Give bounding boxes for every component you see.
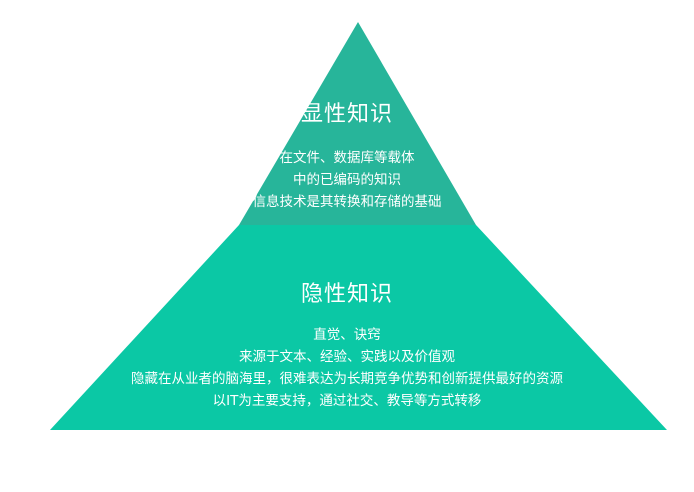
tacit-knowledge-layer (50, 225, 667, 430)
tacit-line: 来源于文本、经验、实践以及价值观 (239, 349, 455, 365)
explicit-knowledge-description: 在文件、数据库等载体 中的已编码的知识 信息技术是其转换和存储的基础 (0, 147, 694, 213)
explicit-line: 中的已编码的知识 (293, 172, 401, 188)
tacit-knowledge-description: 直觉、诀窍 来源于文本、经验、实践以及价值观 隐藏在从业者的脑海里，很难表达为长… (0, 324, 694, 412)
tacit-line: 隐藏在从业者的脑海里，很难表达为长期竞争优势和创新提供最好的资源 (131, 371, 563, 387)
tacit-knowledge-title: 隐性知识 (300, 282, 393, 307)
explicit-line: 信息技术是其转换和存储的基础 (252, 194, 442, 210)
tacit-line: 直觉、诀窍 (313, 327, 381, 343)
tacit-line: 以IT为主要支持，通过社交、教导等方式转移 (212, 393, 482, 409)
explicit-line: 在文件、数据库等载体 (279, 150, 415, 166)
explicit-knowledge-layer (239, 22, 476, 225)
explicit-knowledge-title: 显性知识 (300, 102, 393, 127)
